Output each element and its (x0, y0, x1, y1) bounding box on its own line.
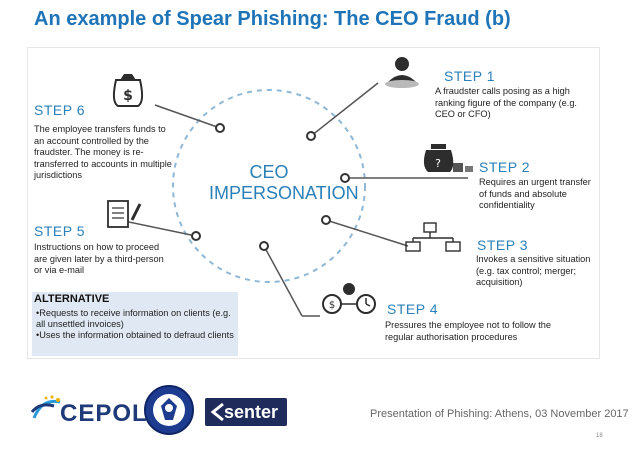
document-pen-icon (107, 200, 142, 228)
step-6-title: STEP 6 (34, 102, 85, 118)
step-2-text: Requires an urgent transfer of funds and… (479, 177, 591, 210)
page-number: 18 (596, 433, 603, 439)
step-4-text: Pressures the employee not to follow the… (385, 320, 551, 342)
step-5-title: STEP 5 (34, 223, 85, 239)
connector-step1 (310, 82, 379, 137)
clock-money-icon: $ (322, 283, 376, 314)
cepol-logo: CEPOL (60, 400, 148, 427)
connector-step4a (263, 245, 303, 317)
svg-text:?: ? (435, 157, 441, 170)
alternative-box (32, 292, 238, 356)
connector-step5 (123, 220, 197, 237)
dollar-bag-icon: $ (112, 74, 144, 107)
ceo-fraud-infographic: ? $ (27, 47, 600, 359)
step-3-text: Invokes a sensitive situation (e.g. tax … (476, 254, 591, 287)
hellenic-police-emblem-icon (144, 385, 194, 435)
step-1-text: A fraudster calls posing as a high ranki… (435, 86, 577, 119)
step-3-title: STEP 3 (477, 237, 528, 253)
cepol-swirl-icon (30, 395, 61, 419)
footer-text: Presentation of Phishing: Athens, 03 Nov… (370, 408, 629, 420)
step-4-title: STEP 4 (387, 301, 438, 317)
alternative-item: •Uses the information obtained to defrau… (36, 330, 234, 341)
money-bag-icon: ? (423, 144, 473, 172)
step-5-text: Instructions on how to proceed are given… (34, 242, 164, 275)
connector-step6 (154, 104, 221, 129)
senter-chevron-icon (210, 402, 224, 422)
senter-logo (205, 398, 287, 426)
center-label: CEO IMPERSONATION (209, 162, 359, 204)
alternative-item: •Requests to receive information on clie… (36, 308, 231, 330)
alternative-title: ALTERNATIVE (34, 293, 110, 305)
senter-logo-text: senter (224, 402, 279, 422)
org-chart-icon (405, 222, 461, 252)
center-label-line1: CEO (249, 162, 289, 182)
step-1-title: STEP 1 (444, 68, 495, 84)
connector-lines (123, 82, 468, 317)
diagram-graphics: ? $ (107, 57, 473, 317)
person-icon (385, 57, 419, 88)
svg-text:$: $ (329, 300, 335, 311)
center-ring (172, 89, 366, 283)
svg-text:$: $ (123, 88, 133, 104)
connector-step3 (325, 219, 409, 247)
step-6-text: The employee transfers funds to an accou… (34, 124, 172, 180)
step-2-title: STEP 2 (479, 159, 530, 175)
alternative-list: •Requests to receive information on clie… (36, 308, 236, 342)
center-label-line2: IMPERSONATION (209, 183, 359, 203)
connector-nodes (191, 123, 350, 251)
slide-title: An example of Spear Phishing: The CEO Fr… (34, 8, 511, 30)
